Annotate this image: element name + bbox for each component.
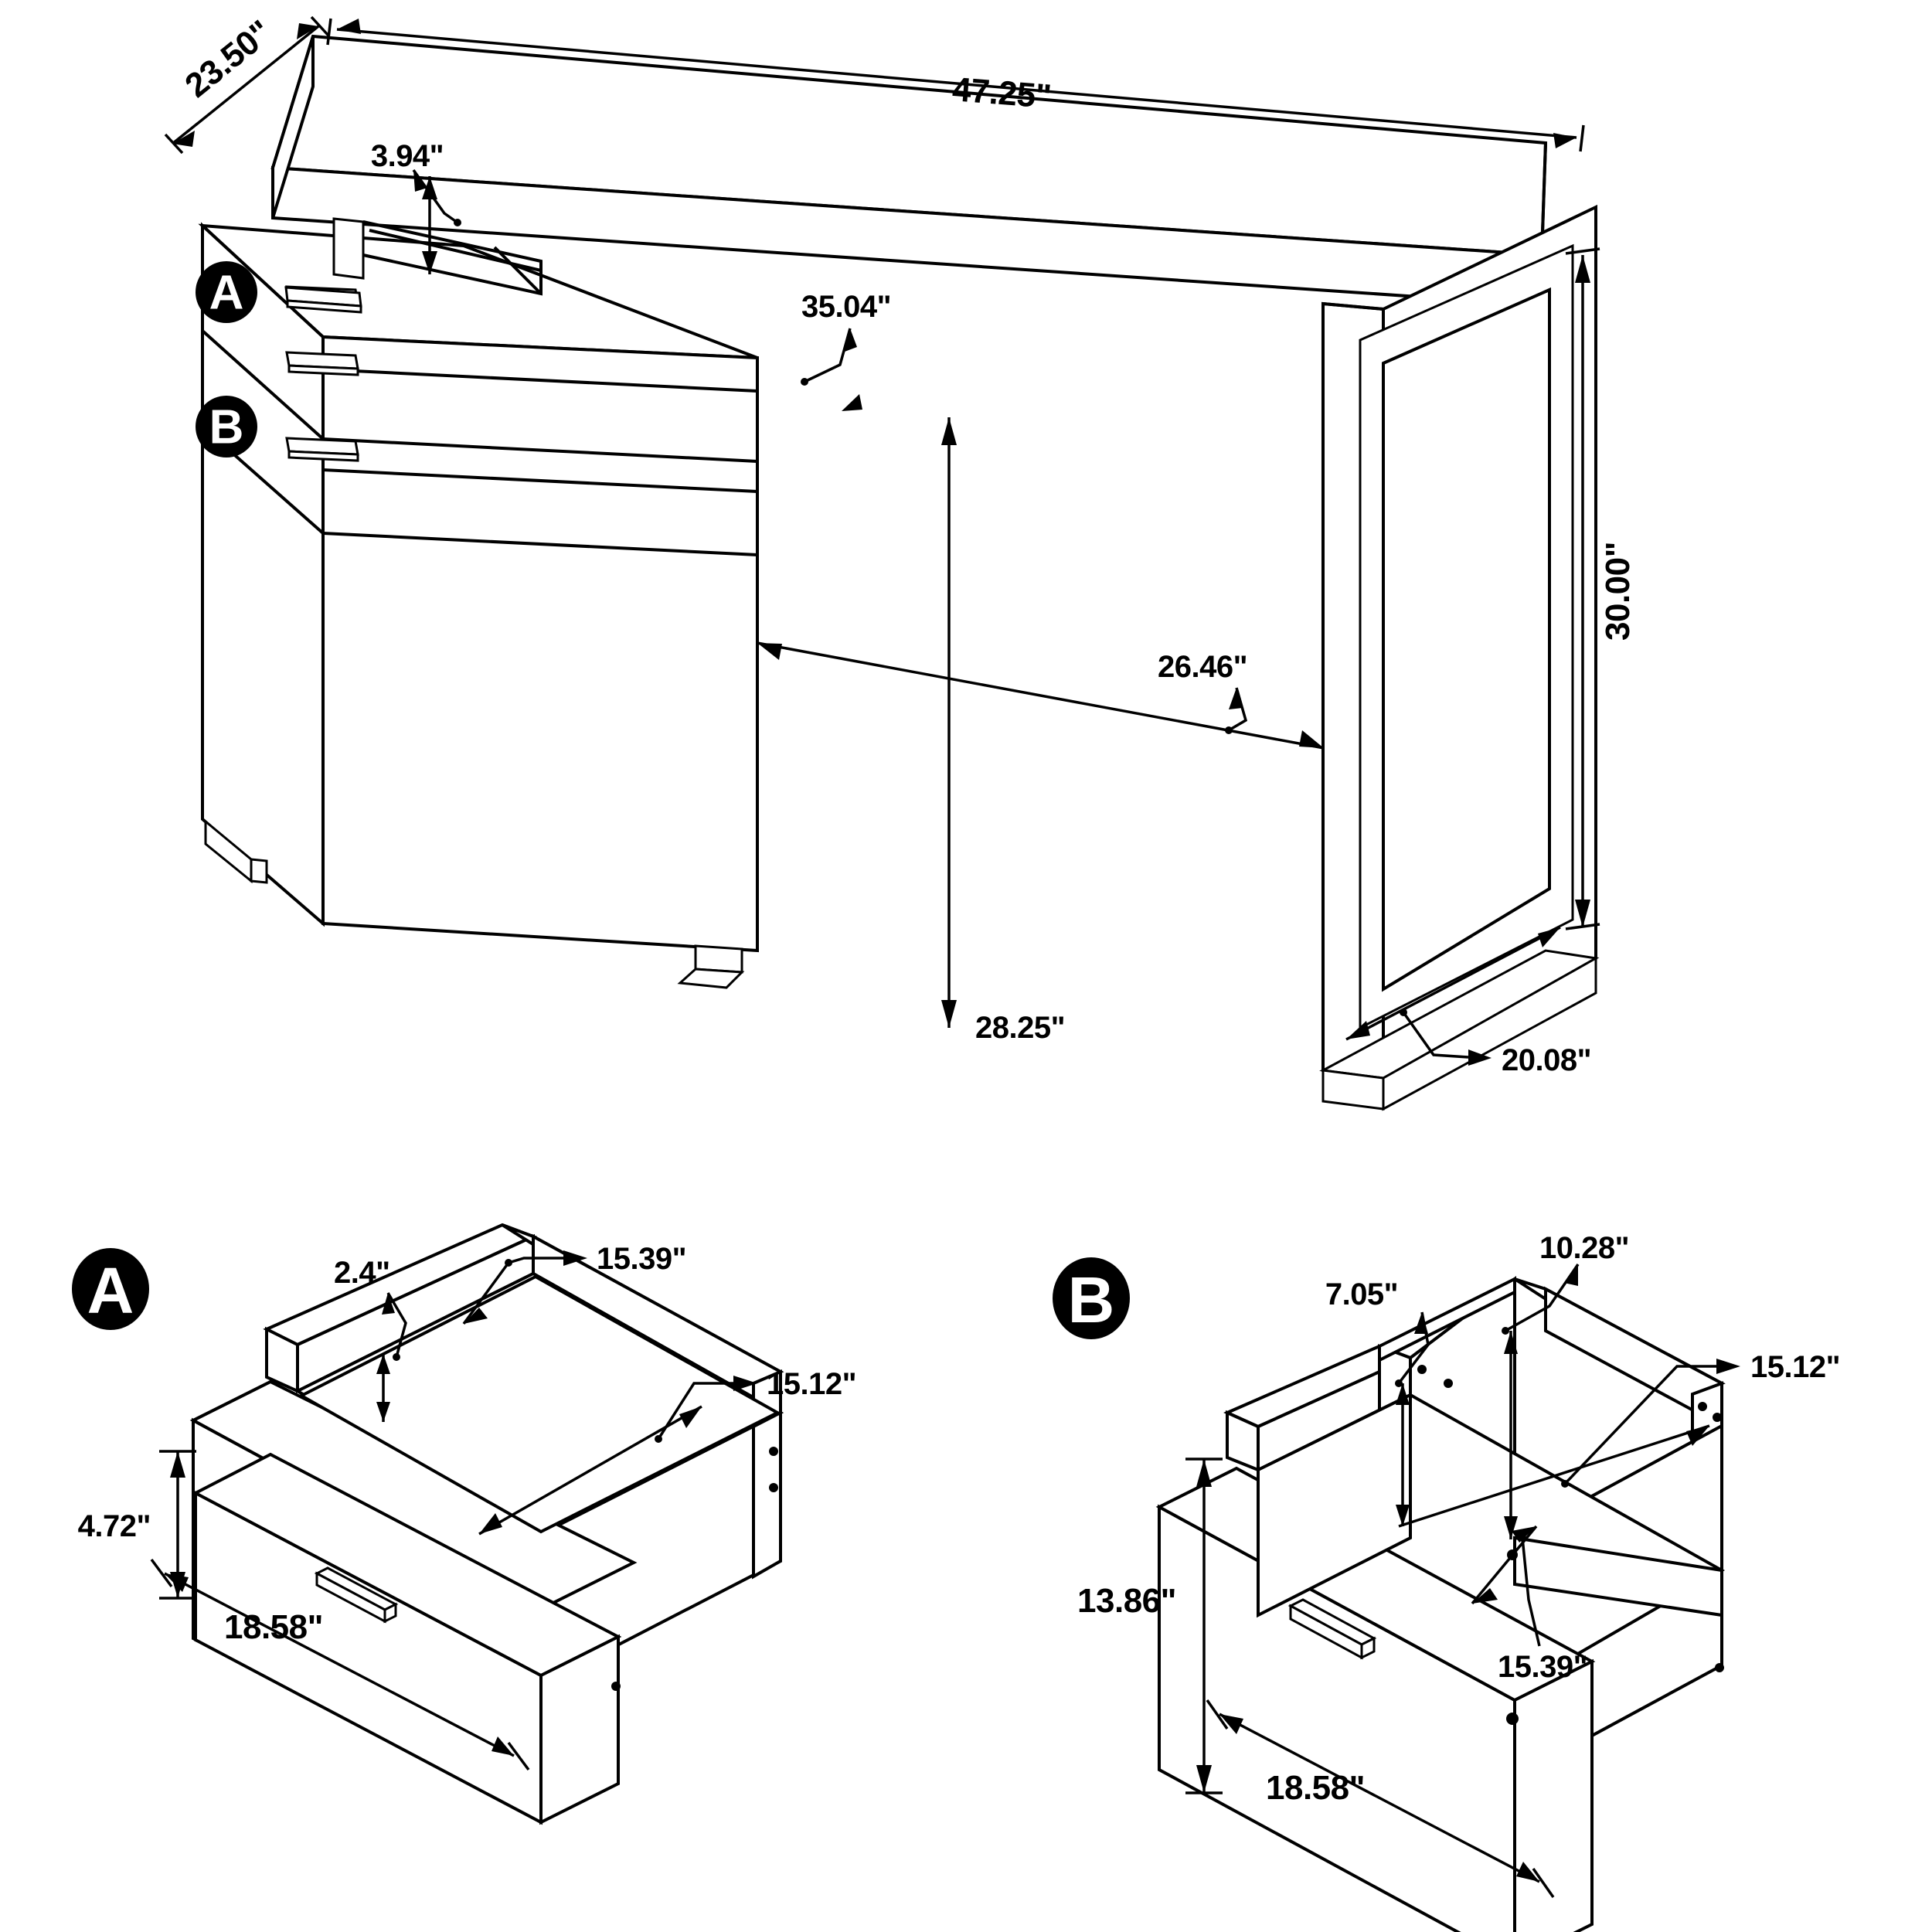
dim-label-b-back-height: 10.28" <box>1539 1231 1629 1265</box>
dim-label-width: 47.25" <box>951 70 1052 116</box>
balloon-a-letter: A <box>209 267 244 320</box>
drawer-b-handle[interactable] <box>1287 1598 1377 1660</box>
dim-a-front-height: 4.72" <box>78 1450 196 1600</box>
dim-a-inner-depth: 15.12" <box>478 1367 857 1536</box>
drawer-a-handle[interactable] <box>314 1566 399 1624</box>
balloon-b-letter: B <box>209 401 244 454</box>
drawer-a-detail: A <box>72 1223 857 1825</box>
dim-clear-width: 35.04" <box>801 290 892 411</box>
dim-label-height: 30.00" <box>1599 542 1637 641</box>
dim-floor-clearance: 28.25" <box>941 417 1066 1045</box>
drawer-front-divisions <box>201 329 758 556</box>
dim-desk-width: 47.25" <box>326 18 1585 152</box>
desk-assembly-isometric: 23.50" 47.25" 3.94" 35 <box>164 13 1637 1111</box>
balloon-b-detail: B <box>1053 1257 1130 1339</box>
dim-label-b-front-height: 13.86" <box>1077 1582 1176 1620</box>
dim-label-b-front-width: 18.58" <box>1266 1769 1365 1807</box>
drawer-b-detail: B <box>1053 1231 1841 1932</box>
dim-label-a-back-height: 2.4" <box>334 1256 390 1290</box>
dim-b-inner-depth: 15.12" <box>1398 1350 1841 1528</box>
dim-knee-clearance: 26.46" <box>757 641 1325 750</box>
drawer-b-box <box>1155 1275 1726 1932</box>
dim-label-clear-width: 35.04" <box>801 290 891 324</box>
dim-label-b-inner-depth: 15.12" <box>1750 1350 1840 1384</box>
drawer-handle-bottom[interactable] <box>285 437 359 462</box>
support-bracket <box>332 217 543 296</box>
dim-b-front-height: 13.86" <box>1077 1458 1223 1794</box>
pedestal-handles <box>284 286 362 314</box>
dim-top-gap: 3.94" <box>371 139 461 274</box>
dim-a-front-width: 18.58" <box>150 1558 530 1771</box>
dim-label-top-gap: 3.94" <box>371 139 444 173</box>
dim-a-back-height: 2.4" <box>334 1256 407 1422</box>
dim-label-leg-depth: 20.08" <box>1502 1043 1591 1077</box>
dim-label-a-inner-width: 15.39" <box>597 1242 686 1276</box>
drawer-a-box <box>189 1223 784 1825</box>
balloon-a-detail: A <box>72 1248 149 1330</box>
dim-label-a-front-width: 18.58" <box>224 1608 323 1646</box>
balloon-a-main: A <box>196 261 257 323</box>
pedestal-feet <box>204 818 745 989</box>
dim-leg-depth: 20.08" <box>1345 926 1592 1077</box>
desk-top-slab <box>270 34 1548 308</box>
dim-b-divider-height: 7.05" <box>1325 1277 1430 1526</box>
dim-label-b-divider-height: 7.05" <box>1325 1277 1398 1311</box>
balloon-b-main: B <box>196 396 257 457</box>
dim-desk-height: 30.00" <box>1565 247 1637 930</box>
drawer-pedestal <box>198 217 759 989</box>
balloon-b-detail-letter: B <box>1068 1264 1115 1336</box>
dim-b-front-width: 18.58" <box>1206 1699 1555 1899</box>
dim-b-inner-width: 15.39" <box>1471 1525 1588 1684</box>
dim-label-knee-clearance: 26.46" <box>1158 650 1247 684</box>
dim-b-back-height: 10.28" <box>1502 1231 1630 1539</box>
balloon-a-detail-letter: A <box>87 1254 134 1327</box>
dim-a-inner-width: 15.39" <box>462 1242 687 1325</box>
dim-label-b-inner-width: 15.39" <box>1498 1650 1587 1684</box>
dim-label-a-front-height: 4.72" <box>78 1509 151 1543</box>
dim-label-floor-clearance: 28.25" <box>975 1011 1065 1045</box>
dim-label-depth: 23.50" <box>178 13 278 105</box>
dim-label-a-inner-depth: 15.12" <box>767 1367 856 1401</box>
drawer-handle-middle[interactable] <box>285 351 359 376</box>
desk-right-leg-frame <box>1319 204 1600 1111</box>
